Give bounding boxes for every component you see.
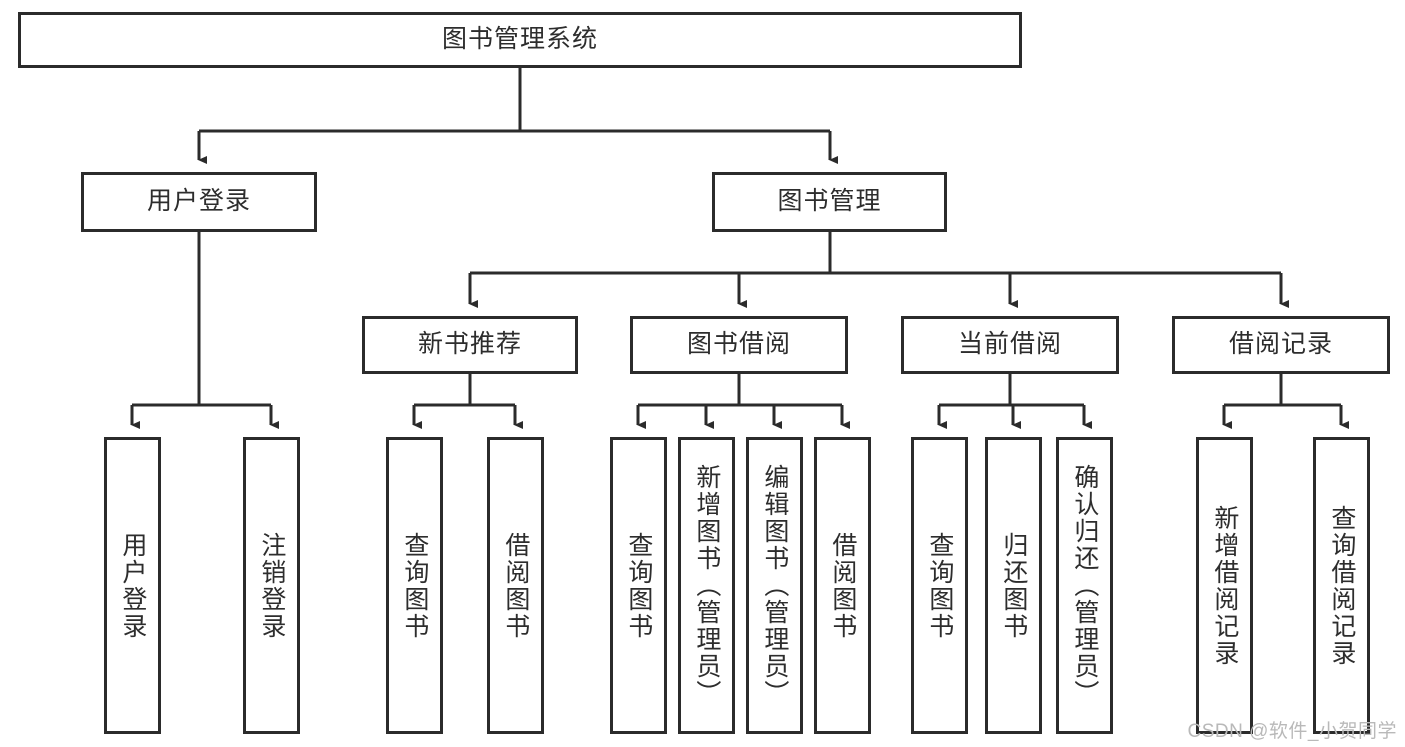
edge-root-to-level2	[197, 68, 838, 164]
leaf-leaf-query-borrow-record-label: 查询借阅记录	[1327, 504, 1356, 667]
edge-book-borrow-to-leaves	[636, 374, 850, 429]
leaf-leaf-query-books-borrow[interactable]: 查询图书	[610, 437, 667, 734]
leaf-leaf-add-borrow-record[interactable]: 新增借阅记录	[1196, 437, 1253, 734]
edge-current-borrow-to-leaves	[937, 374, 1092, 429]
leaf-leaf-return-book[interactable]: 归还图书	[985, 437, 1042, 734]
leaf-leaf-confirm-return-admin-label: 确认归还（管理员）	[1070, 464, 1099, 707]
node-borrow-records[interactable]: 借阅记录	[1172, 316, 1390, 374]
leaf-leaf-add-book-admin[interactable]: 新增图书（管理员）	[678, 437, 735, 734]
leaf-leaf-borrow-books-recommend[interactable]: 借阅图书	[487, 437, 544, 734]
node-borrow-records-label: 借阅记录	[1228, 330, 1333, 359]
leaf-leaf-user-login[interactable]: 用户登录	[104, 437, 161, 734]
leaf-leaf-edit-book-admin-label: 编辑图书（管理员）	[760, 464, 789, 707]
leaf-leaf-query-books-current[interactable]: 查询图书	[911, 437, 968, 734]
leaf-leaf-logout-login-label: 注销登录	[257, 531, 286, 640]
node-user-login[interactable]: 用户登录	[81, 172, 317, 232]
node-new-book-recommend-label: 新书推荐	[417, 330, 522, 359]
node-user-login-label: 用户登录	[146, 187, 251, 216]
node-root-label: 图书管理系统	[441, 25, 598, 54]
edge-new-book-recommend-to-leaves	[412, 374, 523, 429]
leaf-leaf-edit-book-admin[interactable]: 编辑图书（管理员）	[746, 437, 803, 734]
leaf-leaf-borrow-book[interactable]: 借阅图书	[814, 437, 871, 734]
leaf-leaf-add-borrow-record-label: 新增借阅记录	[1210, 504, 1239, 667]
leaf-leaf-query-books-current-label: 查询图书	[925, 531, 954, 640]
node-book-borrow[interactable]: 图书借阅	[630, 316, 848, 374]
leaf-leaf-return-book-label: 归还图书	[999, 531, 1028, 640]
node-new-book-recommend[interactable]: 新书推荐	[362, 316, 578, 374]
leaf-leaf-borrow-books-recommend-label: 借阅图书	[501, 531, 530, 640]
leaf-leaf-query-borrow-record[interactable]: 查询借阅记录	[1313, 437, 1370, 734]
leaf-leaf-confirm-return-admin[interactable]: 确认归还（管理员）	[1056, 437, 1113, 734]
node-book-management[interactable]: 图书管理	[712, 172, 947, 232]
leaf-leaf-query-books-recommend[interactable]: 查询图书	[386, 437, 443, 734]
edge-borrow-records-to-leaves	[1222, 374, 1349, 429]
edge-book-management-to-level3	[468, 232, 1289, 308]
leaf-leaf-query-books-borrow-label: 查询图书	[624, 531, 653, 640]
leaf-leaf-user-login-label: 用户登录	[118, 531, 147, 640]
node-book-management-label: 图书管理	[777, 187, 882, 216]
node-book-borrow-label: 图书借阅	[686, 330, 791, 359]
watermark-text: CSDN @软件_小贺同学	[1187, 721, 1397, 742]
leaf-leaf-borrow-book-label: 借阅图书	[828, 531, 857, 640]
node-root-system[interactable]: 图书管理系统	[18, 12, 1022, 68]
leaf-leaf-query-books-recommend-label: 查询图书	[400, 531, 429, 640]
edge-user-login-to-leaves	[130, 232, 279, 429]
leaf-leaf-logout-login[interactable]: 注销登录	[243, 437, 300, 734]
leaf-leaf-add-book-admin-label: 新增图书（管理员）	[692, 464, 721, 707]
node-current-borrow-label: 当前借阅	[957, 330, 1062, 359]
node-current-borrow[interactable]: 当前借阅	[901, 316, 1119, 374]
